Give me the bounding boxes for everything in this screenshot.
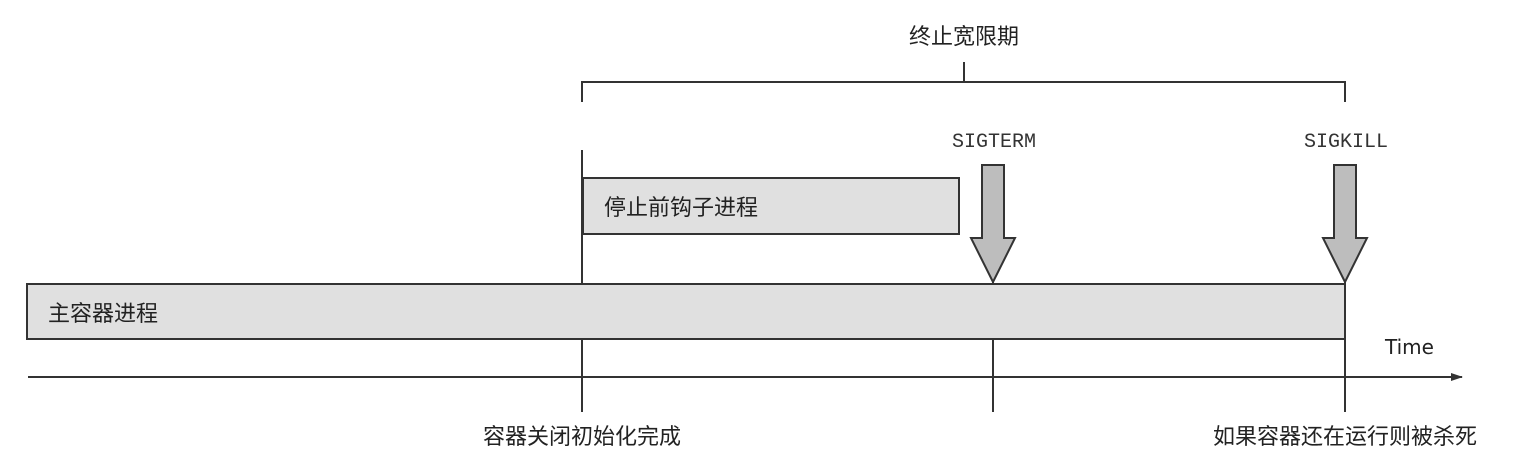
sigterm-label: SIGTERM (952, 131, 1036, 154)
sigterm-arrow-icon (969, 164, 1017, 285)
grace-period-bracket (581, 62, 1346, 102)
main-process-label: 主容器进程 (48, 302, 158, 327)
time-axis-label: Time (1384, 335, 1434, 359)
killed-label: 如果容器还在运行则被杀死 (1213, 425, 1477, 450)
main-process-bar (26, 283, 1346, 340)
shutdown-init-label: 容器关闭初始化完成 (483, 425, 681, 450)
prestop-hook-label: 停止前钩子进程 (604, 196, 758, 221)
sigkill-arrow-icon (1321, 164, 1369, 285)
grace-period-label: 终止宽限期 (909, 25, 1019, 50)
prestop-hook-bar (582, 177, 960, 235)
sigkill-label: SIGKILL (1304, 131, 1388, 154)
